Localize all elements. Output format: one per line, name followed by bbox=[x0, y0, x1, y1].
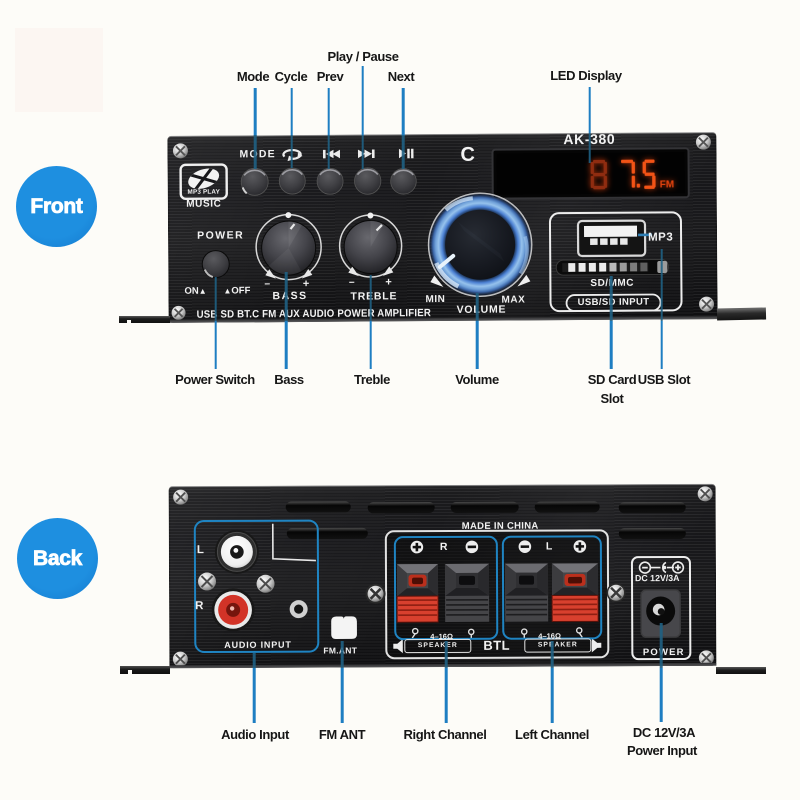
svg-text:FM: FM bbox=[660, 179, 675, 190]
